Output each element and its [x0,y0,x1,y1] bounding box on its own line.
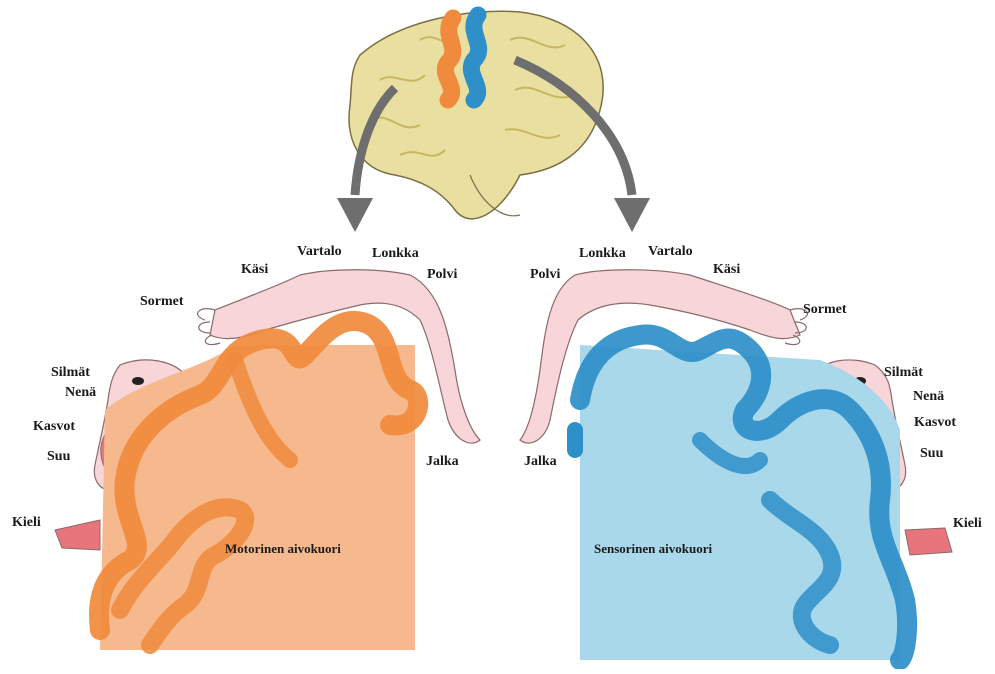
sensory-label-face: Kasvot [914,416,956,430]
motor-label-mouth: Suu [47,450,70,464]
sensory-label-foot: Jalka [524,455,557,469]
sensory-label-trunk: Vartalo [648,245,693,259]
motor-label-knee: Polvi [427,268,457,282]
motor-label-tongue: Kieli [12,516,41,530]
motor-label-trunk: Vartalo [297,245,342,259]
sensory-label-knee: Polvi [530,268,560,282]
motor-label-hand: Käsi [241,263,268,277]
brain-sensory-strip [471,15,478,100]
sensory-label-hip: Lonkka [579,247,626,261]
sensory-cortex-title: Sensorinen aivokuori [594,542,712,555]
motor-homunculus [55,270,480,650]
sensory-label-mouth: Suu [920,447,943,461]
motor-label-foot: Jalka [426,455,459,469]
sensory-label-nose: Nenä [913,390,944,404]
sensory-label-tongue: Kieli [953,517,982,531]
motor-label-fingers: Sormet [140,295,184,309]
sensory-tongue [905,528,952,555]
brain [349,11,603,219]
sensory-label-fingers: Sormet [803,303,847,317]
brain-motor-strip [445,18,453,100]
motor-label-eyes: Silmät [51,366,90,380]
motor-tongue [55,520,100,550]
sensory-homunculus [520,270,952,660]
sensory-label-hand: Käsi [713,263,740,277]
motor-cortex-title: Motorinen aivokuori [225,542,341,555]
motor-label-nose: Nenä [65,386,96,400]
motor-label-hip: Lonkka [372,247,419,261]
motor-label-face: Kasvot [33,420,75,434]
sensory-label-eyes: Silmät [884,366,923,380]
